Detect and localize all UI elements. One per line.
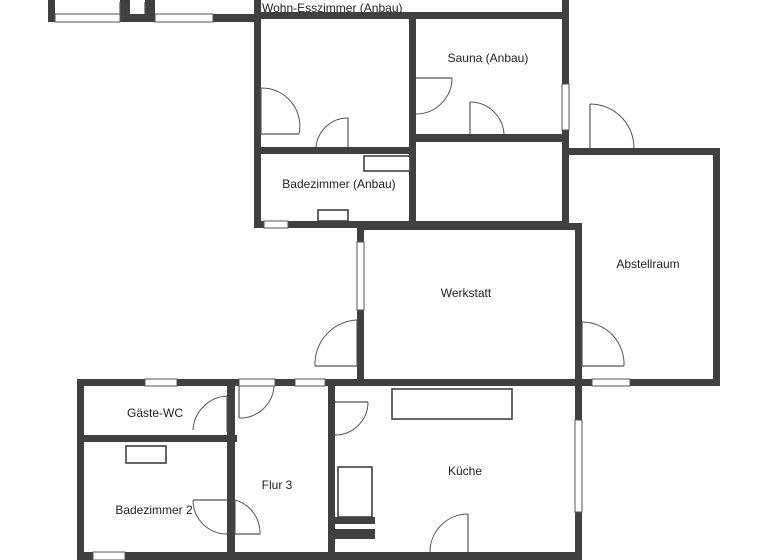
wall <box>335 517 375 524</box>
window <box>154 13 214 23</box>
wall <box>335 529 375 539</box>
wall <box>145 0 155 22</box>
wall <box>575 223 582 386</box>
wall <box>562 0 569 18</box>
wall <box>227 379 235 560</box>
window <box>561 83 570 131</box>
windows <box>54 13 631 560</box>
window <box>263 220 289 229</box>
wall <box>48 0 55 22</box>
wall <box>409 12 416 224</box>
wall <box>328 379 335 560</box>
wall <box>254 0 261 228</box>
door <box>581 321 625 367</box>
room-labels: Wohn-Esszimmer (Anbau) Sauna (Anbau) Bad… <box>115 1 679 517</box>
wall <box>562 148 720 155</box>
door <box>334 401 369 436</box>
room-label-sauna: Sauna (Anbau) <box>448 51 529 65</box>
room-label-kueche: Küche <box>448 464 482 478</box>
door <box>315 117 349 148</box>
bathroom-fixture <box>125 445 167 464</box>
door <box>234 499 261 535</box>
kitchen-counter <box>337 466 373 518</box>
room-label-flur-3: Flur 3 <box>262 478 293 492</box>
window <box>144 378 178 387</box>
window <box>574 419 583 513</box>
window <box>294 378 326 387</box>
door <box>314 319 358 367</box>
door <box>192 499 228 535</box>
doors <box>119 2 635 553</box>
fixtures <box>125 155 513 518</box>
door <box>429 513 469 553</box>
wall <box>77 379 84 560</box>
door <box>238 385 275 419</box>
window <box>356 241 365 311</box>
room-label-gaeste-wc: Gäste-WC <box>127 406 183 420</box>
window <box>54 13 121 23</box>
bathroom-fixture <box>363 155 411 172</box>
door <box>415 77 453 115</box>
room-label-abstellraum: Abstellraum <box>616 257 679 271</box>
room-label-werkstatt: Werkstatt <box>441 286 492 300</box>
wall <box>357 223 582 230</box>
wall <box>572 379 720 386</box>
room-label-badezimmer-2: Badezimmer 2 <box>115 503 193 517</box>
room-label-badezimmer-anbau: Badezimmer (Anbau) <box>282 177 395 191</box>
kitchen-counter <box>391 388 513 420</box>
wall <box>120 0 130 22</box>
wall <box>409 134 569 142</box>
window <box>591 378 631 387</box>
room-label-wohn-esszimmer: Wohn-Esszimmer (Anbau) <box>262 1 402 15</box>
walls <box>48 0 720 560</box>
door <box>589 103 635 149</box>
wall <box>254 147 414 154</box>
wall <box>713 148 720 386</box>
bathroom-fixture <box>317 209 349 222</box>
door <box>469 101 505 135</box>
door <box>260 87 301 135</box>
window <box>238 378 276 387</box>
door <box>192 395 228 432</box>
wall <box>77 435 237 442</box>
window <box>92 551 126 560</box>
